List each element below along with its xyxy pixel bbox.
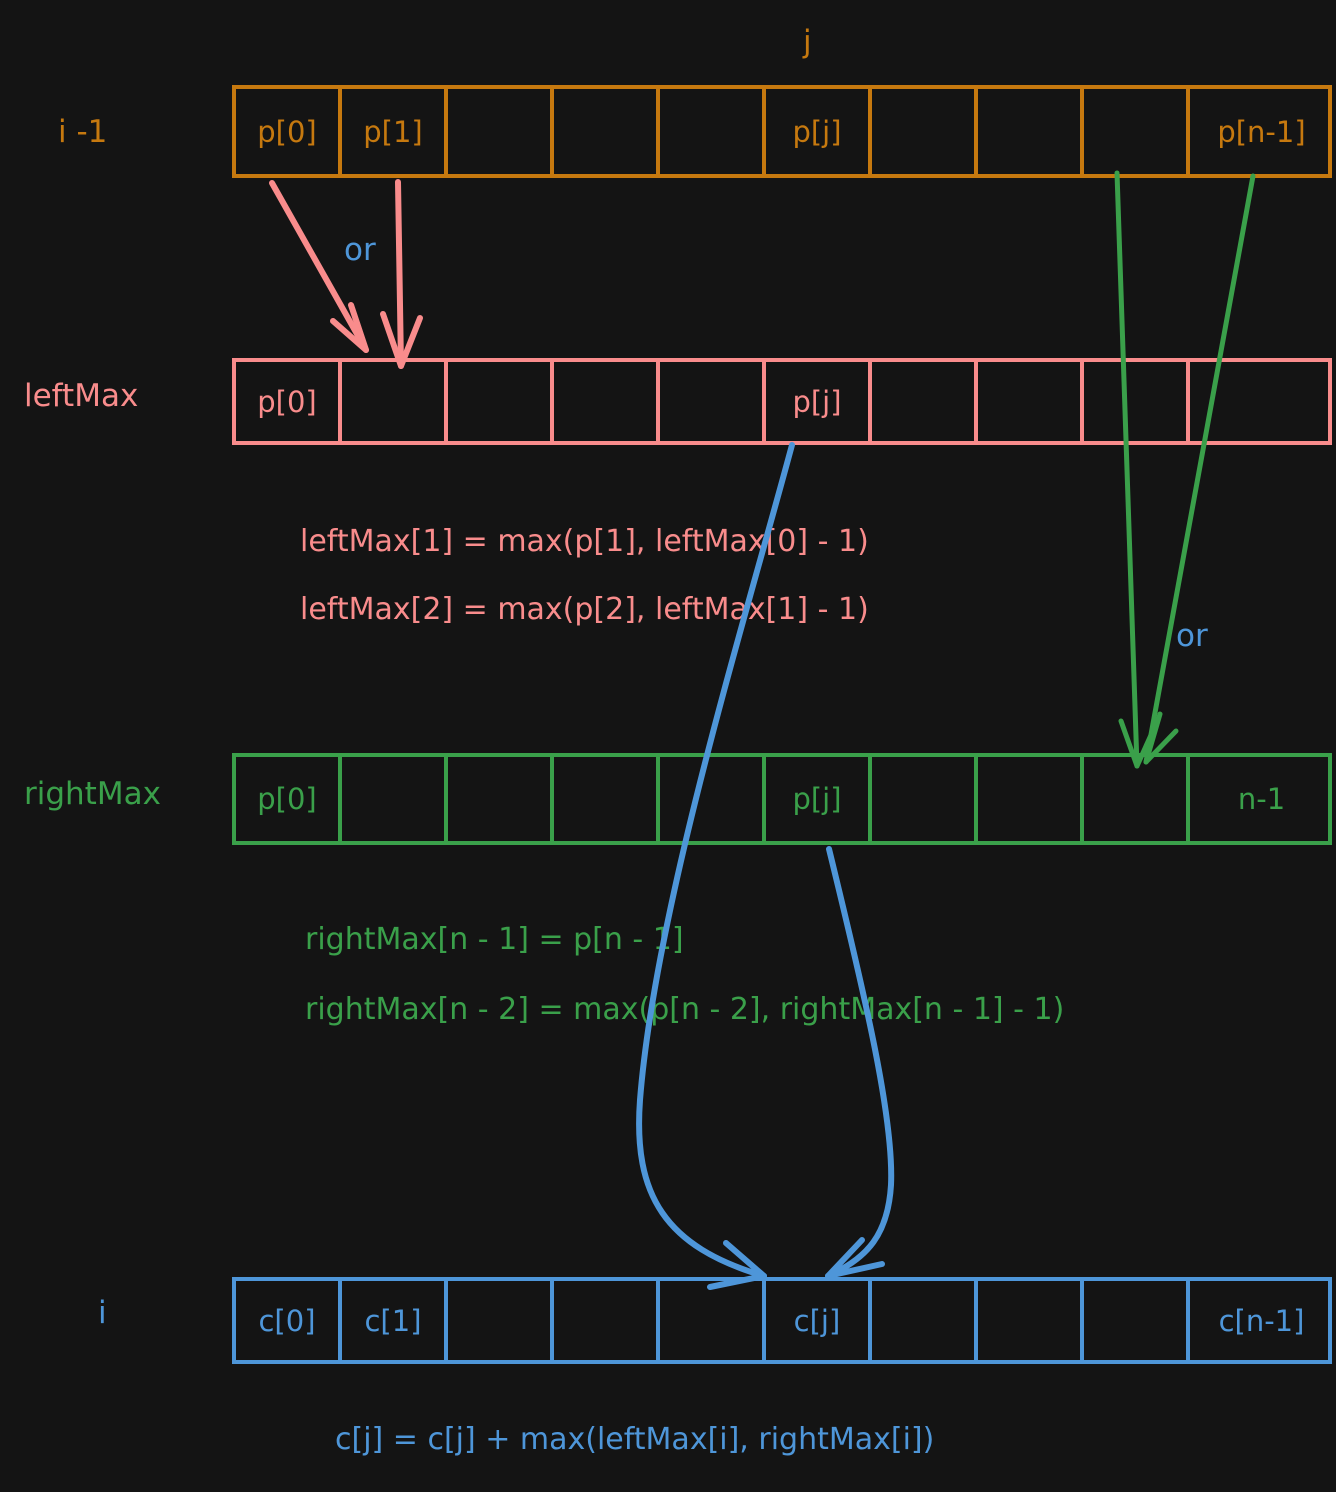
cost-cell-3 [554, 1281, 660, 1360]
cost-cell-4 [660, 1281, 766, 1360]
prices-cell-9: p[n-1] [1217, 114, 1306, 149]
leftmax-cell-9 [1190, 362, 1333, 441]
formula-rightmax-1: rightMax[n - 1] = p[n - 1] [305, 922, 684, 957]
prices-cell-8 [1084, 89, 1190, 174]
rightmax-cell-5: p[j] [766, 757, 872, 841]
leftmax-cell-4 [660, 362, 766, 441]
formula-cost: c[j] = c[j] + max(leftMax[i], rightMax[i… [335, 1422, 935, 1457]
rightmax-cell-9: n-1 [1237, 782, 1286, 816]
row-label-cost: i [98, 1295, 107, 1331]
cost-array: c[0] c[1] c[j] c[n-1] [232, 1277, 1332, 1364]
prices-cell-0: p[0] [236, 89, 342, 174]
prices-cell-5: p[j] [766, 89, 872, 174]
green-arrow-1 [1114, 170, 1140, 769]
blue-curve-from-rightmax-head [825, 1237, 885, 1279]
blue-curve-from-leftmax [636, 442, 795, 1279]
rightmax-cell-8 [1084, 757, 1190, 841]
formula-leftmax-1: leftMax[1] = max(p[1], leftMax[0] - 1) [300, 524, 869, 559]
blue-curve-from-rightmax [825, 846, 895, 1279]
cost-cell-0: c[0] [236, 1281, 342, 1360]
cost-cell-6 [872, 1281, 978, 1360]
prices-cell-2 [448, 89, 554, 174]
prices-cell-6 [872, 89, 978, 174]
rightmax-cell-4 [660, 757, 766, 841]
rightmax-cell-3 [554, 757, 660, 841]
rightmax-cell-2 [448, 757, 554, 841]
rightmax-cell-7 [978, 757, 1084, 841]
pink-arrow-from-p1 [395, 179, 404, 369]
pink-arrow-from-p0-head [330, 302, 369, 353]
cost-cell-8 [1084, 1281, 1190, 1360]
cost-cell-5: c[j] [766, 1281, 872, 1360]
row-label-rightmax: rightMax [24, 776, 161, 812]
leftmax-cell-6 [872, 362, 978, 441]
prices-cell-7 [978, 89, 1084, 174]
pointer-label-j: j [803, 24, 812, 60]
leftmax-array: p[0] p[j] [232, 358, 1332, 445]
leftmax-cell-8 [1084, 362, 1190, 441]
leftmax-cell-5: p[j] [766, 362, 872, 441]
rightmax-cell-6 [872, 757, 978, 841]
leftmax-cell-1 [342, 362, 448, 441]
row-label-leftmax: leftMax [24, 378, 139, 414]
prices-cell-3 [554, 89, 660, 174]
cost-cell-1: c[1] [342, 1281, 448, 1360]
leftmax-cell-7 [978, 362, 1084, 441]
or-label-left: or [344, 232, 376, 268]
cost-cell-7 [978, 1281, 1084, 1360]
leftmax-cell-3 [554, 362, 660, 441]
formula-leftmax-2: leftMax[2] = max(p[2], leftMax[1] - 1) [300, 592, 869, 627]
rightmax-array: p[0] p[j] n-1 [232, 753, 1332, 845]
leftmax-cell-0: p[0] [236, 362, 342, 441]
rightmax-cell-1 [342, 757, 448, 841]
formula-rightmax-2: rightMax[n - 2] = max(p[n - 2], rightMax… [305, 992, 1065, 1027]
leftmax-cell-2 [448, 362, 554, 441]
or-label-right: or [1176, 618, 1208, 654]
green-arrow-2 [1143, 173, 1256, 765]
rightmax-cell-0: p[0] [236, 757, 342, 841]
prices-cell-1: p[1] [342, 89, 448, 174]
row-label-prices: i -1 [58, 114, 108, 150]
cost-cell-9: c[n-1] [1218, 1303, 1305, 1338]
prices-cell-4 [660, 89, 766, 174]
prices-array: p[0] p[1] p[j] p[n-1] [232, 85, 1332, 178]
cost-cell-2 [448, 1281, 554, 1360]
